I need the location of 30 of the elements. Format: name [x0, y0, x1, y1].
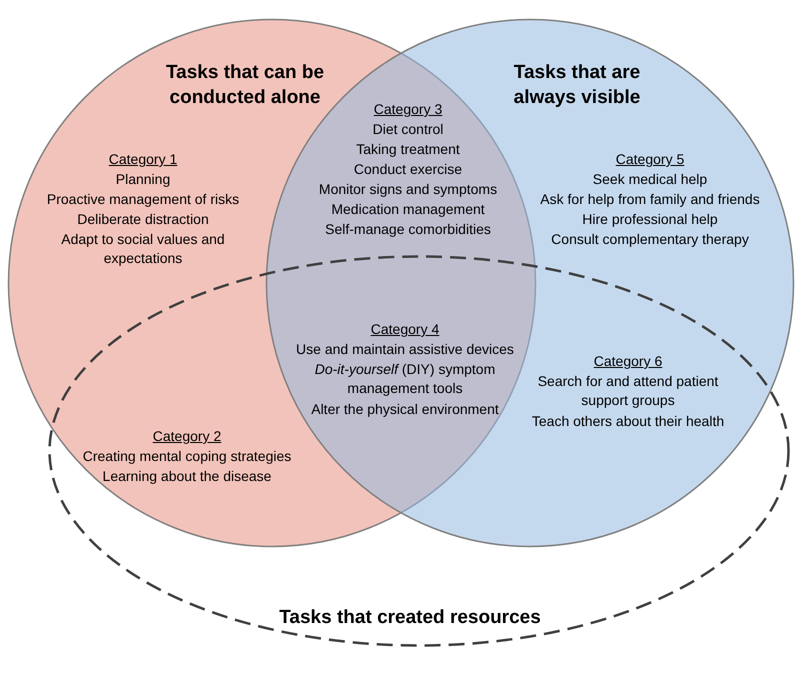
category-heading: Category 3: [374, 100, 442, 119]
set-heading: Tasks that can be conducted alone: [164, 61, 326, 110]
task-item: Diet control: [372, 120, 444, 139]
task-item: Adapt to social values and expectations: [60, 230, 226, 268]
task-item: Search for and attend patient support groups: [536, 372, 720, 410]
task-item: Hire professional help: [582, 210, 718, 229]
task-item: Teach others about their health: [532, 412, 724, 431]
task-item: Medication management: [331, 200, 485, 219]
task-item: Proactive management of risks: [46, 190, 240, 209]
category-heading: Category 4: [370, 320, 440, 339]
task-item: Monitor signs and symptoms: [318, 180, 498, 199]
task-item: Learning about the disease: [102, 467, 272, 486]
category-heading: Category 1: [108, 150, 178, 169]
task-item: Use and maintain assistive devices: [296, 340, 514, 359]
set-heading: Tasks that created resources: [278, 606, 542, 630]
task-item: Deliberate distraction: [77, 210, 209, 229]
task-item: Do-it-yourself (DIY) symptom management tools: [314, 360, 496, 398]
set-heading: Tasks that are always visible: [512, 61, 642, 110]
category-heading: Category 6: [594, 352, 662, 371]
category-heading: Category 2: [152, 427, 222, 446]
task-item: Ask for help from family and friends: [540, 190, 760, 209]
task-item: Creating mental coping strategies: [82, 447, 292, 466]
task-item: Taking treatment: [356, 140, 460, 159]
category-heading: Category 5: [616, 150, 684, 169]
task-item: Consult complementary therapy: [551, 230, 749, 249]
task-item: Self-manage comorbidities: [325, 220, 491, 239]
task-item: Alter the physical environment: [311, 400, 499, 419]
task-item: Conduct exercise: [354, 160, 462, 179]
task-item: Seek medical help: [592, 170, 708, 189]
task-item: Planning: [116, 170, 170, 189]
